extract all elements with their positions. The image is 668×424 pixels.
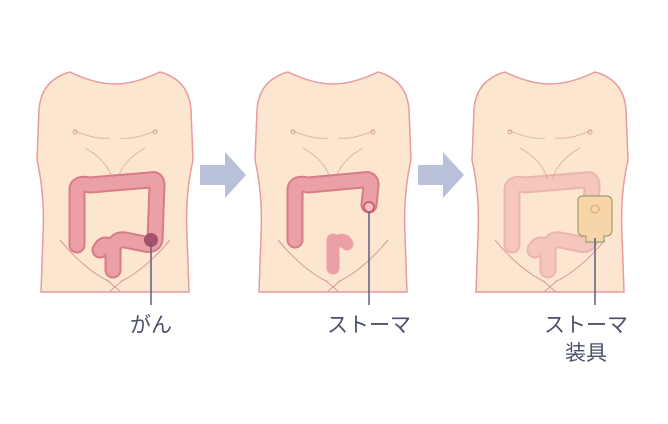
label-stoma-appliance-line2: 装具: [565, 341, 607, 365]
arrow-icon: [418, 152, 464, 198]
arrow-icon: [200, 152, 246, 198]
stoma-pouch: [577, 195, 613, 243]
stoma: [363, 201, 375, 213]
label-cancer: がん: [130, 313, 172, 337]
body-with-stoma-appliance: [471, 71, 629, 305]
body-before-surgery: [36, 71, 194, 305]
label-stoma-appliance-line1: ストーマ: [544, 313, 628, 337]
tumor: [144, 233, 158, 247]
body-with-stoma: [254, 71, 412, 305]
label-stoma: ストーマ: [327, 313, 411, 337]
